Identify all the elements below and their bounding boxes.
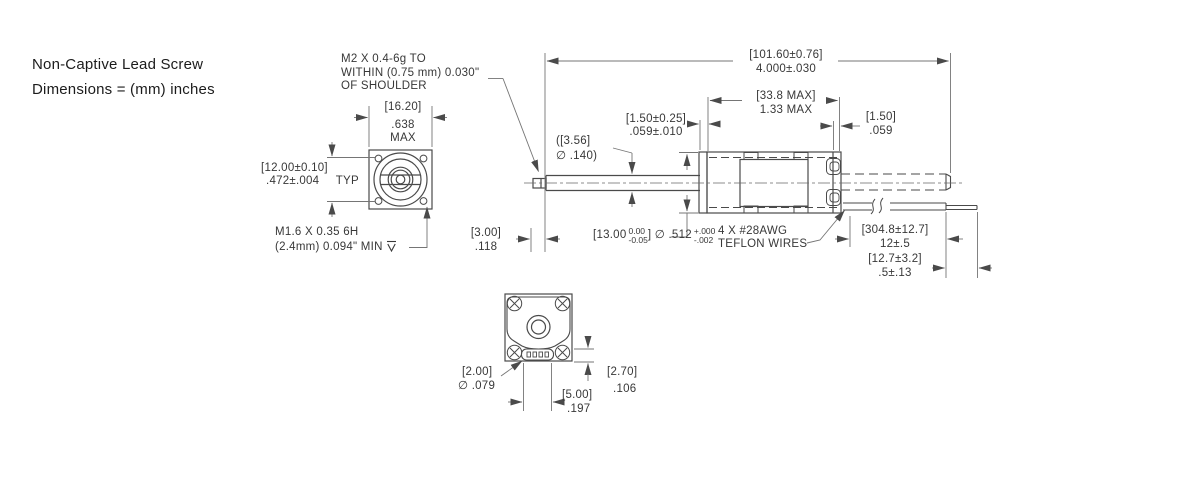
dim-mm: [2.00] [462,366,493,378]
dim-inch: ∅ .079 [458,379,496,392]
dim-mm: [101.60±0.76] [749,49,823,61]
dim-pin-diameter: [2.00] ∅ .079 [458,366,495,393]
dim-cap-thickness: [1.50] .059 [866,111,896,138]
note-wires: 4 X #28AWG TEFLON WIRES [718,225,807,252]
tol-upper: 0.00 [628,226,646,236]
dim-mm: ([3.56] [556,135,591,147]
dim-inch: 12±.5 [880,237,910,250]
drawing-title: Non-Captive Lead Screw Dimensions = (mm)… [32,52,215,102]
dim-bolt-spacing: [12.00±0.10] .472±.004 TYP [261,162,359,189]
dim-inch-row: ∅ .512 +.000 -.002 [655,227,716,245]
dim-mm: [2.70] [607,366,638,378]
dim-mm: [33.8 MAX] [756,90,816,102]
dim-mm: [304.8±12.7] [861,224,929,236]
bottom-view [504,293,573,362]
dim-connector-offset: [2.70] .106 [607,366,637,396]
m16-note-line1: M1.6 X 0.35 6H [275,226,359,238]
side-view-rear-shaft [841,173,952,191]
dim-inch: .106 [613,382,637,395]
note-m16-thread: M1.6 X 0.35 6H (2.4mm) 0.094" MIN [275,226,397,256]
m2-note-line2: WITHIN (0.75 mm) 0.030" [341,66,480,79]
dim-inch-value: ∅ .512 [654,229,692,242]
tol-lower: -0.05 [628,235,648,245]
dim-inch: .059 [869,124,893,137]
wires-note-line1: 4 X #28AWG [718,224,788,237]
tol-upper: +.000 [693,226,716,236]
lead-wires [843,197,978,215]
dim-mm-tolerance: 0.00 -0.05 [628,227,647,245]
dim-mm-bracket: ] [647,229,652,242]
front-view-dimension-lines [327,78,539,248]
dim-screw-diameter: ([3.56] ∅ .140) [556,134,597,164]
dim-body-diameter: [13.00 0.00 -0.05 ] ∅ .512 +.000 -.002 [593,221,715,245]
front-view [368,149,433,210]
dim-mm-row: [13.00 0.00 -0.05 ] [593,227,651,245]
dim-overall-length: [101.60±0.76] 4.000±.030 [749,49,823,76]
dim-inch: 1.33 MAX [759,103,813,116]
m2-note-line3: OF SHOULDER [341,80,427,92]
dim-inch: .472±.004 [266,175,320,187]
note-m2-thread: M2 X 0.4-6g TO WITHIN (0.75 mm) 0.030" O… [341,53,479,94]
dim-strip-length: [12.7±3.2] .5±.13 [868,253,922,280]
dim-inch: 4.000±.030 [756,62,816,75]
dim-flange-width: [16.20] .638 MAX [385,101,422,146]
dim-mm-value: [13.00 [593,229,627,242]
dim-inch: .5±.13 [878,266,912,279]
dim-inch-tolerance: +.000 -.002 [694,227,716,245]
dim-mm: [12.00±0.10] [261,161,328,174]
dim-wire-length: [304.8±12.7] 12±.5 [862,224,929,251]
side-view-motor [532,151,842,214]
m2-note-line1: M2 X 0.4-6g TO [341,53,426,65]
dim-inch: .638 [391,118,415,131]
dim-inch: .059±.010 [629,126,683,138]
tol-lower: -.002 [693,235,714,245]
thread-depth-icon [386,240,397,257]
dim-connector-width: [5.00] .197 [562,389,592,416]
dim-mm: [16.20] [384,101,422,113]
dim-mm: [1.50±0.25] [625,112,687,125]
dim-qualifier: TYP [335,175,359,187]
dim-inch: ∅ .140) [556,150,598,162]
title-line-2: Dimensions = (mm) inches [32,81,215,98]
side-view-dimension-lines [516,53,992,278]
dim-mm: [12.7±3.2] [868,253,922,265]
m16-note-line2: (2.4mm) 0.094" MIN [275,240,397,257]
dim-mm: [5.00] [562,389,593,401]
dim-inch: .118 [474,240,498,253]
bottom-view-dimension-lines [500,336,594,411]
dim-inch: .197 [567,402,591,415]
dim-body-length: [33.8 MAX] 1.33 MAX [756,90,815,117]
dim-mm: [3.00] [470,227,502,239]
wires-note-line2: TEFLON WIRES [718,238,808,250]
dim-mm: [1.50] [865,111,897,123]
dim-flange-thickness: [1.50±0.25] .059±.010 [626,113,686,140]
dim-tip-length: [3.00] .118 [471,227,501,254]
m16-note-text: (2.4mm) 0.094" MIN [275,240,383,253]
dim-qualifier: MAX [390,132,416,144]
dim-inch-row: .472±.004 TYP [266,175,359,189]
title-line-1: Non-Captive Lead Screw [32,56,204,73]
